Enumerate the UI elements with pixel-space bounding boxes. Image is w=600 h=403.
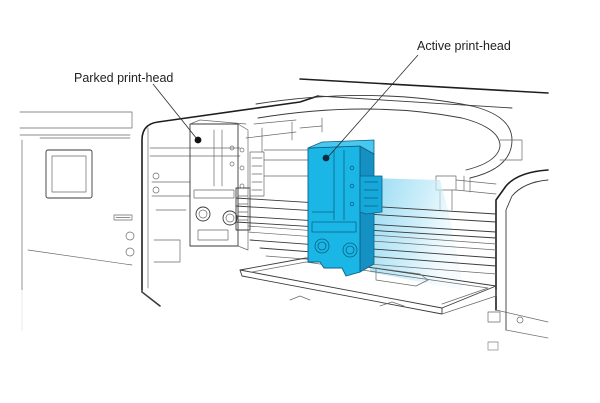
leader-line-active xyxy=(327,54,419,158)
callout-parked: Parked print-head xyxy=(74,71,198,140)
callout-active: Active print-head xyxy=(327,39,511,158)
spool-cover xyxy=(245,95,513,193)
leader-line-parked xyxy=(152,83,198,140)
right-mechanics xyxy=(435,139,523,211)
active-head-marker xyxy=(322,154,330,162)
parked-print-head xyxy=(189,119,249,251)
active-print-head xyxy=(307,139,383,277)
build-plate xyxy=(239,257,497,315)
label-parked-print-head: Parked print-head xyxy=(74,71,173,85)
label-active-print-head: Active print-head xyxy=(417,39,511,53)
